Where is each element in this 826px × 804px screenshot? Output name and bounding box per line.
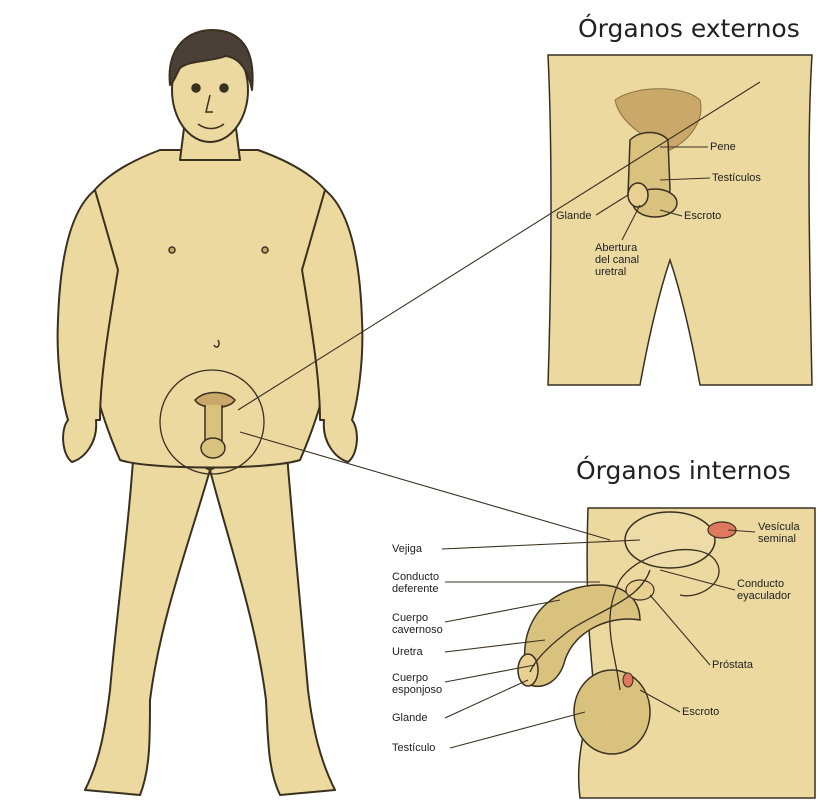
label-escroto-internal: Escroto — [682, 706, 719, 718]
label-vejiga: Vejiga — [392, 543, 422, 555]
internal-testicle — [574, 670, 650, 754]
label-conducto-deferente: Conducto deferente — [392, 571, 439, 595]
label-escroto-external: Escroto — [684, 210, 721, 222]
label-prostata: Próstata — [712, 659, 753, 671]
label-testiculo: Testículo — [392, 742, 435, 754]
left-leg — [85, 430, 210, 795]
label-abertura: Abertura del canal uretral — [595, 242, 639, 278]
label-uretra: Uretra — [392, 646, 423, 658]
label-vesicula-seminal: Vesícula seminal — [758, 521, 800, 545]
label-cuerpo-esponjoso: Cuerpo esponjoso — [392, 672, 442, 696]
label-glande-internal: Glande — [392, 712, 427, 724]
internal-glans — [518, 654, 538, 686]
label-pene: Pene — [710, 141, 736, 153]
label-glande-external: Glande — [556, 210, 591, 222]
internal-organs-title: Órganos internos — [576, 456, 791, 485]
label-cuerpo-cavernoso: Cuerpo cavernoso — [392, 612, 443, 636]
internal-organs-inset — [518, 508, 815, 798]
right-leg — [210, 430, 335, 795]
external-organs-title: Órganos externos — [578, 14, 800, 43]
internal-prostate — [626, 580, 654, 600]
label-conducto-eyaculador: Conducto eyaculador — [737, 578, 791, 602]
label-testiculos: Testículos — [712, 172, 761, 184]
external-glans — [628, 183, 648, 207]
